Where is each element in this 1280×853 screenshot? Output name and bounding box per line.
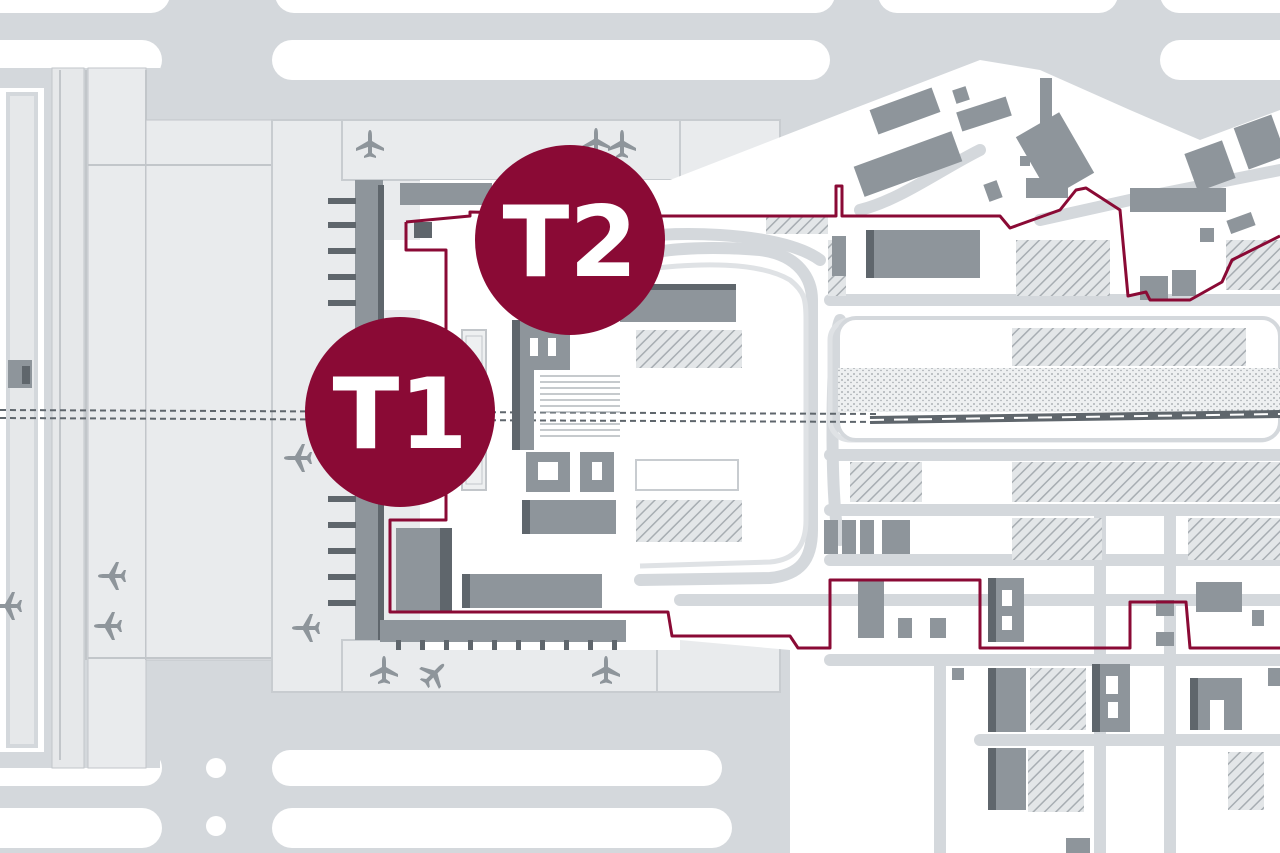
terminal-label-t2: T2 [502, 186, 637, 300]
landside-buildings [824, 78, 1280, 853]
terminal-badge-t1[interactable]: T1 [305, 317, 495, 507]
landside-blocks [635, 216, 1280, 812]
left-airfield [0, 67, 273, 769]
road-network [614, 144, 1280, 853]
terminal-label-t1: T1 [332, 358, 467, 472]
terminal-area-boundary [388, 184, 1280, 650]
terminal-badge-t2[interactable]: T2 [475, 145, 665, 335]
terminal-2-building [400, 183, 736, 534]
